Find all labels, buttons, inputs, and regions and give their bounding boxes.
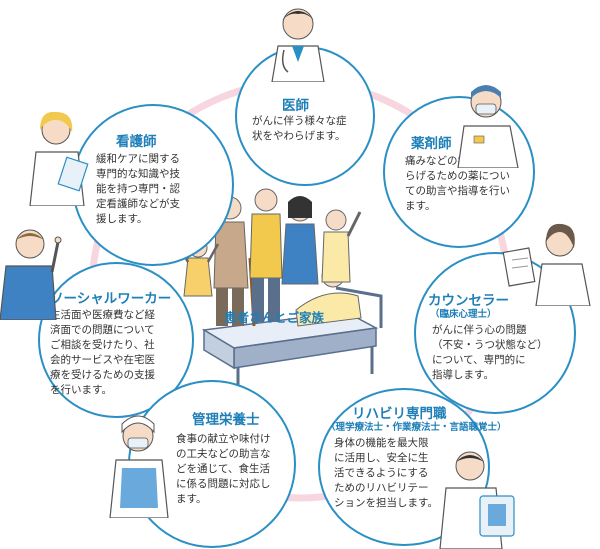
rehab-icon (439, 451, 515, 549)
rehab-desc: 身体の機能を最大限 に活用し、安全に生 活できるようにする ためのリハビリテー … (334, 437, 438, 509)
dietitian-desc: 食事の献立や味付け の工夫などの助言な どを通じて、食生活 に係る問題に対応し … (176, 433, 271, 505)
rehab-subtitle: （理学療法士・作業療法士・言語聴覚士） (326, 422, 507, 433)
counselor-icon (502, 223, 591, 306)
rehab-title: リハビリ専門職 (352, 406, 447, 422)
nurse-icon (29, 111, 89, 206)
counselor-title: カウンセラー (428, 293, 509, 309)
social-worker-title: ソーシャルワーカー (50, 291, 172, 307)
doctor-title: 医師 (282, 98, 309, 114)
counselor-desc: がんに伴う心の問題 （不安・うつ状態など） について、専門的に 指導します。 (432, 324, 548, 381)
center-label: 患者さんとご家族 (224, 310, 325, 325)
dietitian-title: 管理栄養士 (192, 412, 260, 428)
nurse-title: 看護師 (116, 134, 157, 150)
pharmacist-title: 薬剤師 (411, 136, 452, 152)
doctor-icon (271, 8, 325, 82)
nurse-desc: 緩和ケアに関する 専門的な知識や技 能を持つ専門・認 定看護師などが支 援します… (96, 153, 180, 225)
doctor-desc: がんに伴う様々な症 状をやわらげます。 (252, 115, 347, 142)
pharmacist-icon (457, 85, 519, 168)
dietitian-icon (109, 415, 169, 518)
social-worker-desc: 生活面や医療費など経 済面での問題について ご相談を受けたり、社 会的サービスや… (50, 309, 155, 396)
patient-family-illustration (176, 188, 383, 394)
counselor-subtitle: （臨床心理士） (430, 309, 497, 320)
nurse-node (72, 104, 234, 266)
pharmacist-node (383, 96, 535, 248)
social-worker-icon (0, 229, 62, 320)
